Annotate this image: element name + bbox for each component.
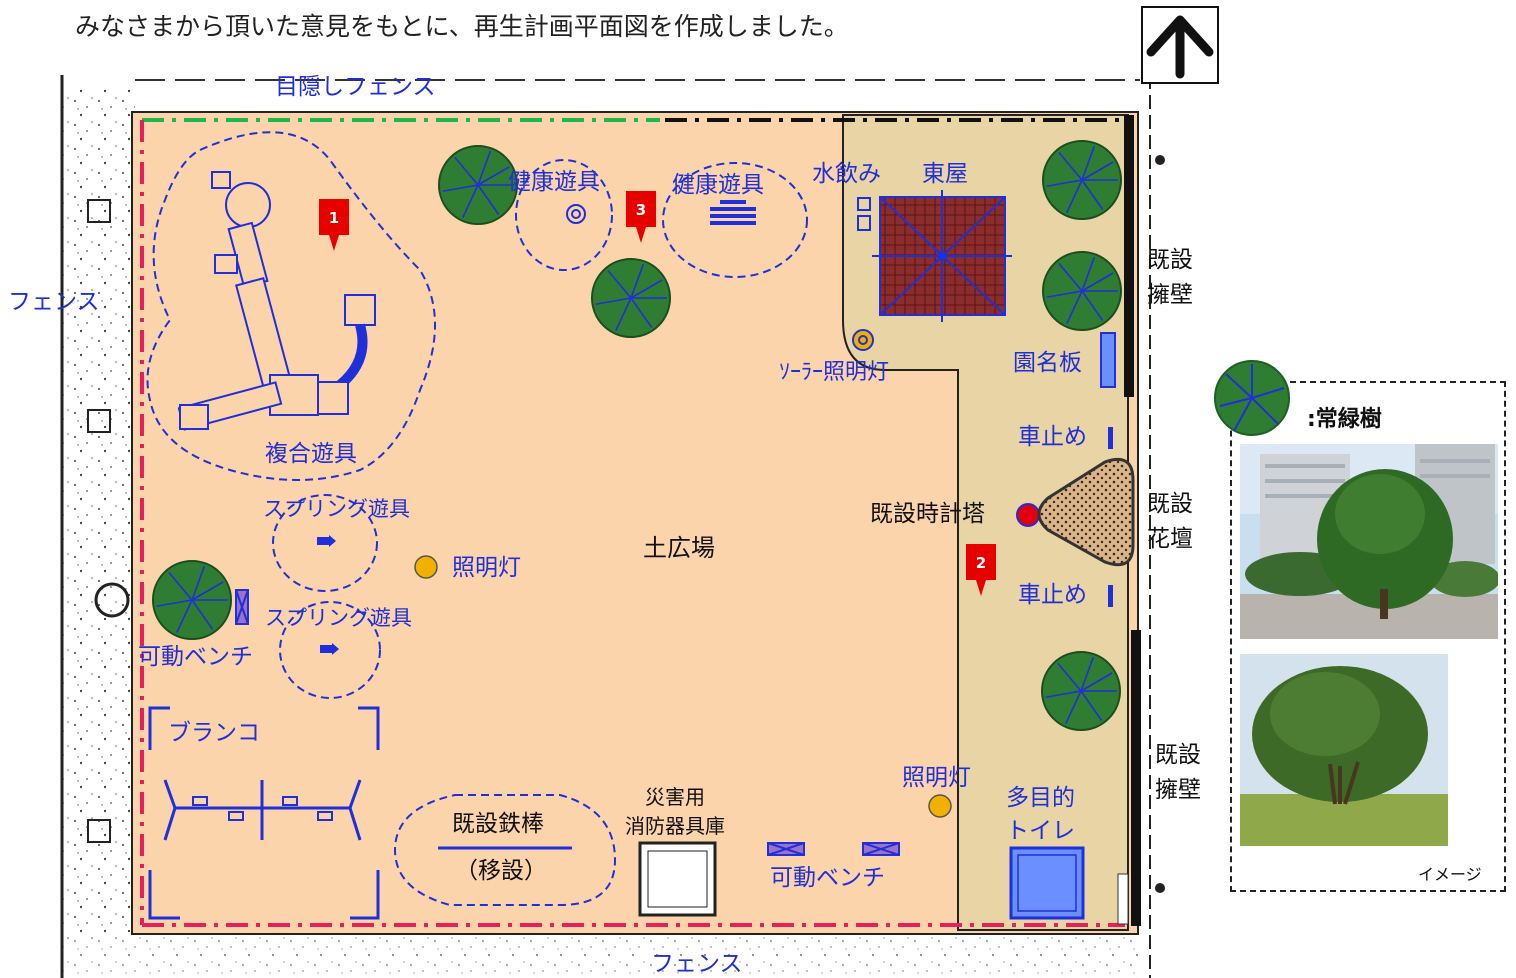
spring-rider-icon-2 [320,643,339,655]
evergreen-trees [152,140,1122,731]
flower-bed-icon [1037,457,1135,567]
park-sign-label: 園名板 [1013,350,1082,376]
combined-playground-label: 複合遊具 [265,441,357,467]
clock-tower-label: 既設時計塔 [870,501,985,527]
bollard-label-1: 車止め [1018,424,1087,450]
retaining-wall-label-1: 既設擁壁 [1147,247,1193,308]
clock-tower-icon [1016,503,1040,527]
comment-markers: 1 2 3 [319,191,996,596]
movable-bench-icons [235,589,900,856]
evergreen-photo-2 [1240,654,1448,846]
health-equipment-icon-1 [566,204,586,224]
combined-playground-icon [177,171,376,431]
health-equipment-icon-2 [710,200,756,225]
movable-bench-label-2: 可動ベンチ [770,865,885,891]
retaining-wall-label-2: 既設擁壁 [1155,742,1201,803]
swing-label: ブランコ [168,720,260,746]
screen-fence-label: 目隠しフェンス [275,74,436,100]
comment-marker-2[interactable]: 2 [966,544,996,596]
north-arrow-icon [1146,15,1214,79]
left-sidewalk-area [60,90,135,940]
bollard-label-2: 車止め [1018,582,1087,608]
iron-bar-label: 既設鉄棒 [452,811,544,837]
park-sign-icon [1100,332,1116,388]
spring-rider-icon-1 [317,535,336,547]
evergreen-tree-icon [152,560,232,640]
evergreen-tree-icon [1214,360,1290,436]
marker-number: 2 [976,554,986,572]
combined-playground-zone [146,131,436,481]
spring-rider-label-2: スプリング遊具 [265,606,412,630]
evergreen-tree-icon [1042,251,1122,331]
drinking-fountain-label: 水飲み [812,161,881,187]
retaining-wall-north [1124,115,1134,397]
evergreen-legend-label: :常緑樹 [1307,407,1382,432]
bottom-road-area [60,935,1140,978]
flower-bed-label: 既設花壇 [1147,491,1193,552]
dirt-plaza-label: 土広場 [643,534,715,562]
fence-bottom-label: フェンス [651,951,743,977]
compass-box [1141,6,1219,84]
evergreen-tree-icon [1041,651,1121,731]
light-icon-2 [928,794,952,818]
solar-light-icon [852,329,874,351]
gazebo-icon [872,190,1012,322]
evergreen-tree-icon [438,145,518,225]
evergreen-tree-icon [591,258,671,338]
marker-number: 3 [636,201,646,219]
fence-left-label: フェンス [8,289,100,315]
drinking-fountain-icon [857,197,871,231]
image-caption: イメージ [1418,865,1482,884]
light-label-2: 照明灯 [902,765,971,791]
spring-rider-label-1: スプリング遊具 [263,497,410,521]
light-label-1: 照明灯 [452,555,521,581]
light-icon-1 [414,555,438,579]
solar-light-label: ｿｰﾗｰ照明灯 [779,360,890,385]
comment-marker-3[interactable]: 3 [626,191,656,243]
bollard-icon-1 [1108,427,1113,449]
comment-marker-1[interactable]: 1 [319,199,349,251]
evergreen-tree-icon [1042,140,1122,220]
evergreen-photo-1 [1240,444,1498,639]
swing-icon [148,706,380,920]
relocated-label: （移設） [455,858,547,884]
movable-bench-label-1: 可動ベンチ [138,644,253,670]
bollard-icon-2 [1108,585,1113,607]
disaster-storage-label: 災害用消防器具庫 [625,785,725,838]
health-equipment-label-1: 健康遊具 [508,169,600,195]
health-equipment-label-2: 健康遊具 [672,172,764,198]
retaining-wall-south [1131,630,1141,926]
marker-number: 1 [329,209,339,227]
legend-box: :常緑樹 イメージ [1214,360,1506,892]
toilet-icon [1009,846,1085,920]
gazebo-label: 東屋 [922,161,968,187]
page-header: みなさまから頂いた意見をもとに、再生計画平面図を作成しました。 [75,12,849,41]
toilet-label: 多目的トイレ [1006,785,1075,845]
